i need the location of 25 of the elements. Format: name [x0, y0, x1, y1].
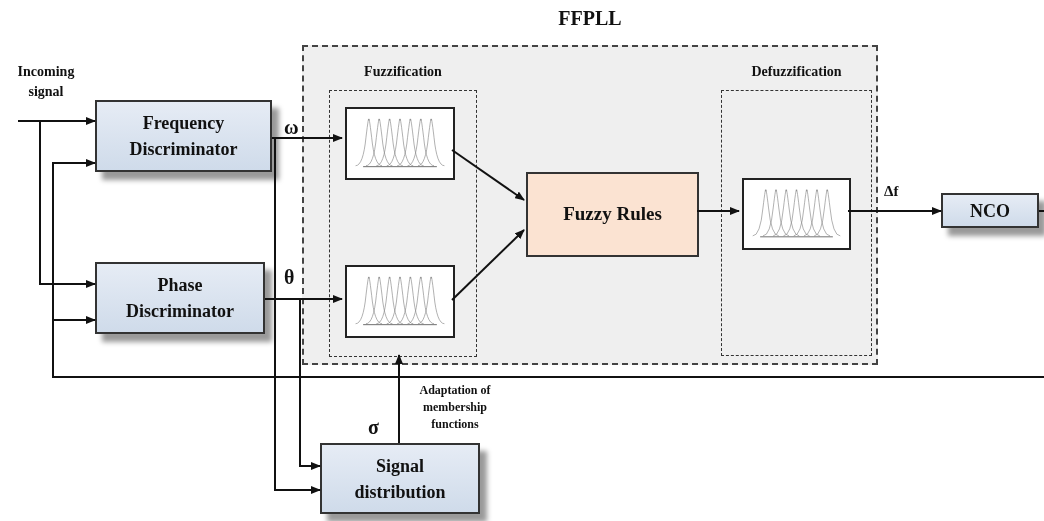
arrow: [847, 207, 942, 215]
arrow: [52, 316, 96, 324]
arrow: [395, 354, 403, 444]
arrow: [39, 120, 96, 288]
process-box: Fuzzy Rules: [526, 172, 699, 257]
arrow: [52, 159, 1044, 378]
process-box: Signal distribution: [320, 443, 480, 514]
edge-label: ω: [284, 115, 299, 140]
process-box: NCO: [941, 193, 1039, 228]
arrow: [451, 229, 525, 301]
arrow: [271, 137, 321, 494]
edge-label: Adaptation of membership functions: [418, 382, 492, 433]
edge-label: Δf: [884, 182, 899, 201]
edge-label: θ: [284, 265, 295, 290]
arrow: [17, 117, 96, 125]
signal-label: σ: [368, 415, 379, 440]
process-box: Phase Discriminator: [95, 262, 265, 334]
arrow: [264, 298, 321, 470]
arrow: [696, 207, 740, 215]
arrow: [451, 149, 525, 201]
group-heading: FFPLL: [557, 6, 623, 31]
stage-heading: Fuzzification: [363, 63, 443, 81]
signal-label: Incoming signal: [16, 63, 76, 101]
stage-heading: Defuzzification: [750, 63, 843, 81]
process-box: Frequency Discriminator: [95, 100, 272, 172]
